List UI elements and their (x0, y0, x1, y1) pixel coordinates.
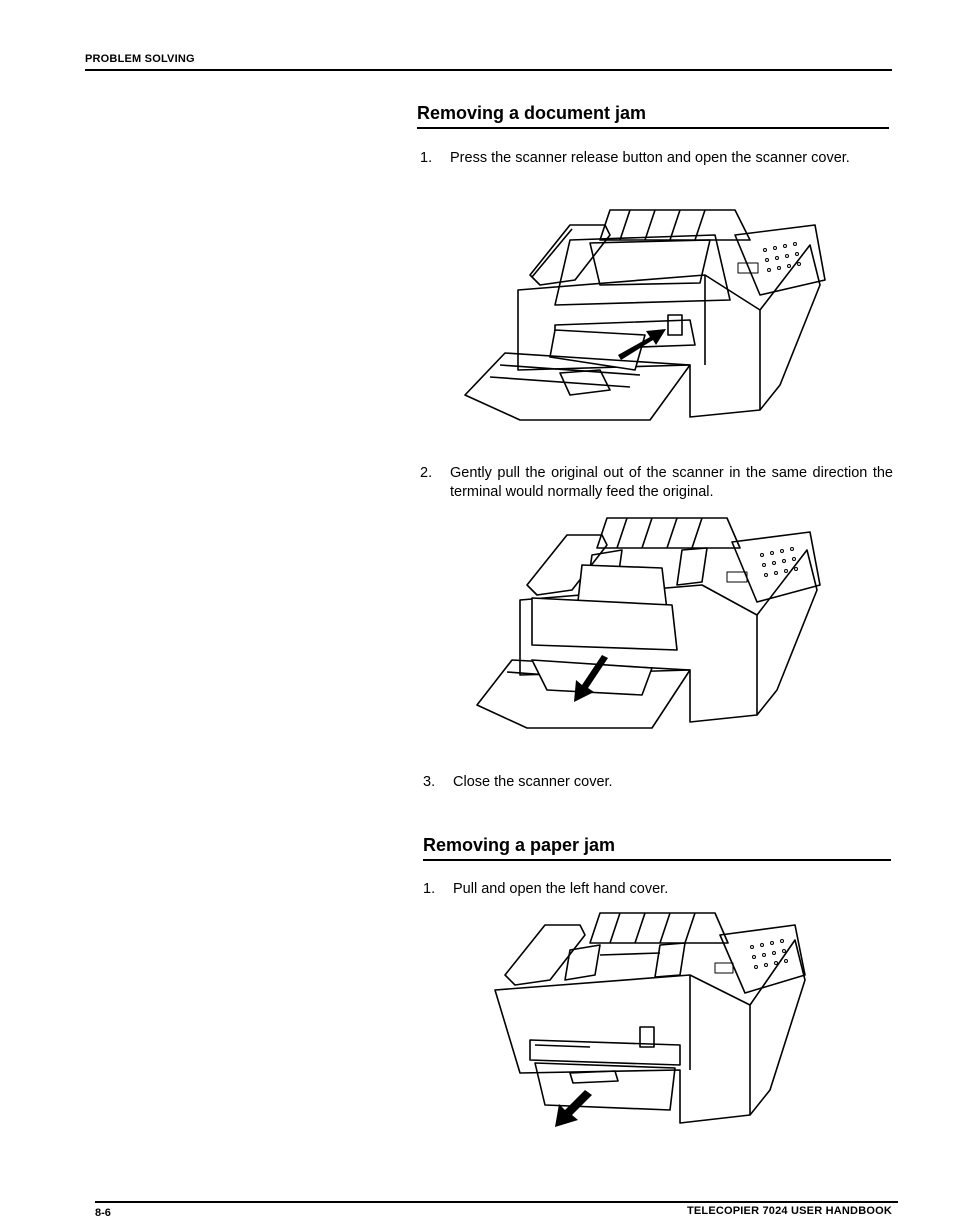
step-text: Pull and open the left hand cover. (453, 881, 669, 897)
footer-rule (95, 1201, 898, 1203)
step-text: Gently pull the original out of the scan… (450, 465, 893, 500)
step-3-document-jam: 3. Close the scanner cover. (423, 773, 893, 793)
illustration-open-left-cover (494, 912, 806, 1127)
step-number: 3. (423, 774, 436, 790)
step-1-paper-jam: 1. Pull and open the left hand cover. (423, 880, 893, 900)
step-number: 1. (420, 150, 433, 166)
step-number: 1. (423, 881, 436, 897)
section-title-document-jam: Removing a document jam (417, 103, 647, 123)
footer-book-title: TELECOPIER 7024 USER HANDBOOK (686, 1205, 892, 1217)
step-number: 2. (420, 465, 433, 481)
step-text: Close the scanner cover. (453, 774, 613, 790)
illustration-open-scanner-cover (464, 209, 826, 421)
step-1-document-jam: 1. Press the scanner release button and … (420, 149, 892, 169)
header-rule (85, 69, 892, 71)
illustration-pull-original (476, 517, 821, 729)
step-text: Press the scanner release button and ope… (450, 150, 850, 166)
step-2-document-jam: 2. Gently pull the original out of the s… (420, 464, 893, 504)
section-rule (423, 859, 891, 861)
section-title-paper-jam: Removing a paper jam (423, 835, 616, 855)
page-number: 8-6 (95, 1207, 111, 1219)
running-header: PROBLEM SOLVING (85, 53, 195, 65)
section-rule (417, 127, 889, 129)
